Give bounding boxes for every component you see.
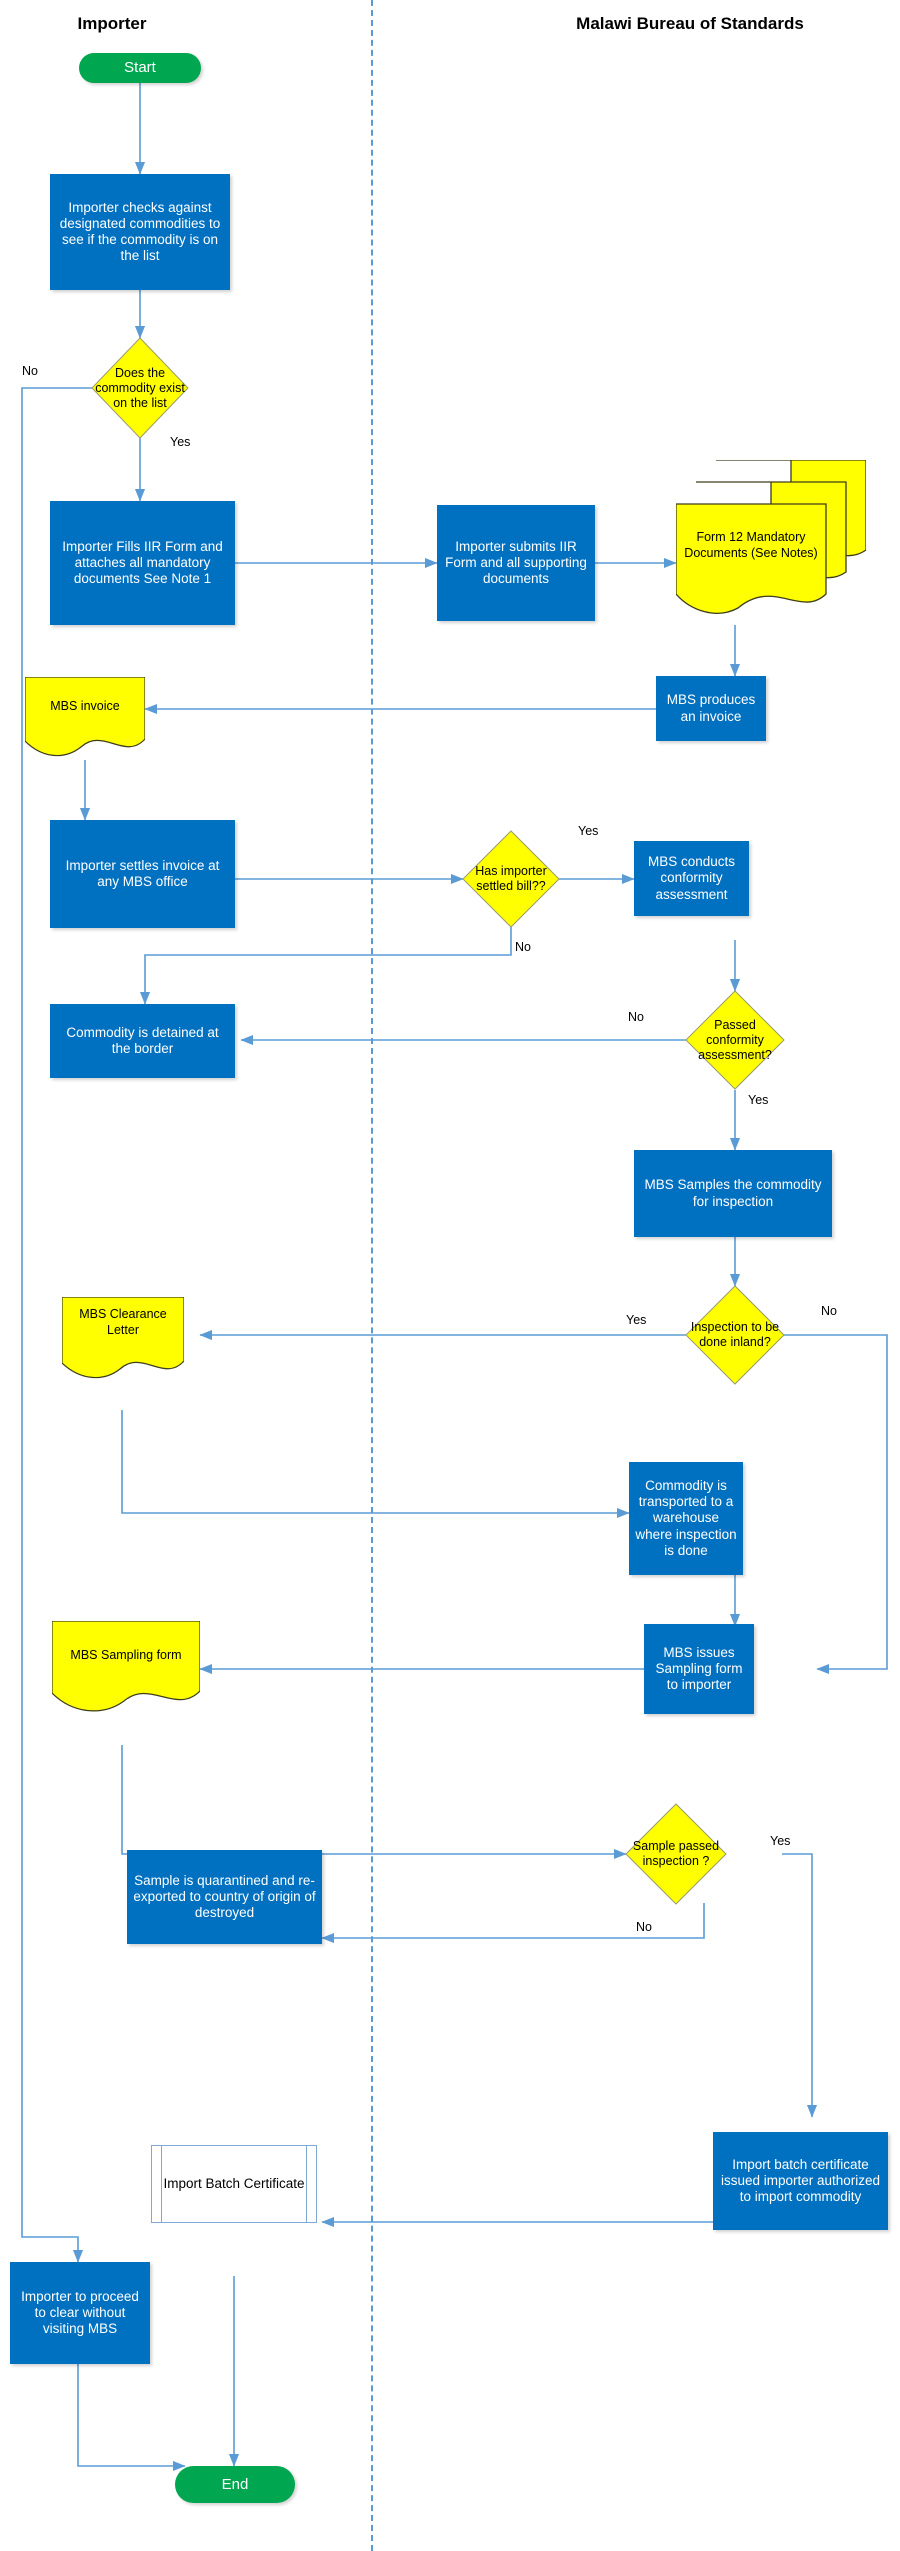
node-transported-warehouse[interactable]: Commodity is transported to a warehouse … bbox=[629, 1462, 743, 1575]
node-conformity-assessment[interactable]: MBS conducts conformity assessment bbox=[634, 841, 749, 916]
node-end[interactable]: End bbox=[175, 2466, 295, 2503]
node-commodity-detained[interactable]: Commodity is detained at the border bbox=[50, 1004, 235, 1078]
edge-label-commodity-exists-no: No bbox=[22, 364, 38, 378]
edge-label-settled-bill-no: No bbox=[515, 940, 531, 954]
node-check-list-label: Importer checks against designated commo… bbox=[59, 199, 221, 264]
edge-label-settled-bill-yes: Yes bbox=[578, 824, 599, 838]
node-inspection-inland-label: Inspection to be done inland? bbox=[690, 1320, 780, 1349]
node-has-settled-bill[interactable]: Has importer settled bill?? bbox=[462, 830, 560, 928]
node-form12-label: Form 12 Mandatory Documents (See Notes) bbox=[684, 530, 818, 560]
node-sample-passed-label: Sample passed inspection ? bbox=[632, 1839, 720, 1868]
node-commodity-exists[interactable]: Does the commodity exist on the list bbox=[91, 337, 189, 439]
node-import-batch-cert[interactable]: Import batch certificate issued importer… bbox=[713, 2132, 888, 2230]
node-issues-sampling-form-label: MBS issues Sampling form to importer bbox=[655, 1644, 743, 1693]
node-mbs-invoice-doc-label: MBS invoice bbox=[50, 699, 120, 713]
node-passed-conformity[interactable]: Passed conformity assessment? bbox=[685, 990, 785, 1090]
node-has-settled-bill-label: Has importer settled bill?? bbox=[475, 864, 547, 893]
node-proceed-clear[interactable]: Importer to proceed to clear without vis… bbox=[10, 2262, 150, 2364]
edge-label-passed-conformity-no: No bbox=[628, 1010, 644, 1024]
lane-title-mbs: Malawi Bureau of Standards bbox=[576, 14, 804, 33]
node-clearance-letter-label: MBS Clearance Letter bbox=[79, 1307, 167, 1337]
node-mbs-invoice-doc[interactable]: MBS invoice bbox=[25, 677, 145, 762]
node-check-list[interactable]: Importer checks against designated commo… bbox=[50, 174, 230, 290]
node-submits-iir-label: Importer submits IIR Form and all suppor… bbox=[445, 538, 587, 587]
node-import-batch-cert-doc[interactable]: Import Batch Certificate bbox=[151, 2145, 317, 2223]
node-end-label: End bbox=[221, 2475, 249, 2493]
edge-label-inspection-inland-yes: Yes bbox=[626, 1313, 647, 1327]
node-form12[interactable]: Form 12 Mandatory Documents (See Notes) bbox=[676, 460, 866, 626]
edge-label-sample-passed-no: No bbox=[636, 1920, 652, 1934]
node-sample-passed[interactable]: Sample passed inspection ? bbox=[625, 1803, 727, 1905]
node-proceed-clear-label: Importer to proceed to clear without vis… bbox=[21, 2288, 139, 2337]
node-sample-quarantined-label: Sample is quarantined and re-exported to… bbox=[133, 1872, 316, 1921]
node-submits-iir[interactable]: Importer submits IIR Form and all suppor… bbox=[437, 505, 595, 621]
node-settles-invoice[interactable]: Importer settles invoice at any MBS offi… bbox=[50, 820, 235, 928]
edge-label-inspection-inland-no: No bbox=[821, 1304, 837, 1318]
node-issues-sampling-form[interactable]: MBS issues Sampling form to importer bbox=[644, 1624, 754, 1714]
lane-title-importer: Importer bbox=[77, 14, 147, 33]
node-sampling-form-doc-label: MBS Sampling form bbox=[70, 1648, 182, 1662]
node-commodity-exists-label: Does the commodity exist on the list bbox=[95, 365, 185, 410]
node-import-batch-cert-label: Import batch certificate issued importer… bbox=[720, 2156, 881, 2205]
edge-label-sample-passed-yes: Yes bbox=[770, 1834, 791, 1848]
node-fills-iir[interactable]: Importer Fills IIR Form and attaches all… bbox=[50, 501, 235, 625]
node-mbs-samples-label: MBS Samples the commodity for inspection bbox=[644, 1177, 822, 1209]
node-commodity-detained-label: Commodity is detained at the border bbox=[66, 1024, 219, 1056]
node-mbs-samples[interactable]: MBS Samples the commodity for inspection bbox=[634, 1150, 832, 1237]
node-mbs-produces-invoice[interactable]: MBS produces an invoice bbox=[656, 676, 766, 741]
node-start-label: Start bbox=[124, 59, 156, 76]
node-conformity-assessment-label: MBS conducts conformity assessment bbox=[647, 854, 736, 902]
node-sampling-form-doc[interactable]: MBS Sampling form bbox=[52, 1621, 200, 1730]
node-fills-iir-label: Importer Fills IIR Form and attaches all… bbox=[62, 538, 223, 587]
node-clearance-letter[interactable]: MBS Clearance Letter bbox=[62, 1297, 184, 1385]
node-passed-conformity-label: Passed conformity assessment? bbox=[698, 1017, 772, 1062]
node-sample-quarantined[interactable]: Sample is quarantined and re-exported to… bbox=[127, 1850, 322, 1944]
edge-label-passed-conformity-yes: Yes bbox=[748, 1093, 769, 1107]
node-inspection-inland[interactable]: Inspection to be done inland? bbox=[685, 1285, 785, 1385]
node-settles-invoice-label: Importer settles invoice at any MBS offi… bbox=[65, 857, 220, 889]
node-import-batch-cert-doc-label: Import Batch Certificate bbox=[163, 2175, 305, 2191]
node-mbs-produces-invoice-label: MBS produces an invoice bbox=[666, 692, 756, 724]
node-start[interactable]: Start bbox=[79, 53, 201, 83]
node-transported-warehouse-label: Commodity is transported to a warehouse … bbox=[635, 1478, 737, 1558]
lane-divider bbox=[371, 0, 373, 2551]
edge-label-commodity-exists-yes: Yes bbox=[170, 435, 191, 449]
